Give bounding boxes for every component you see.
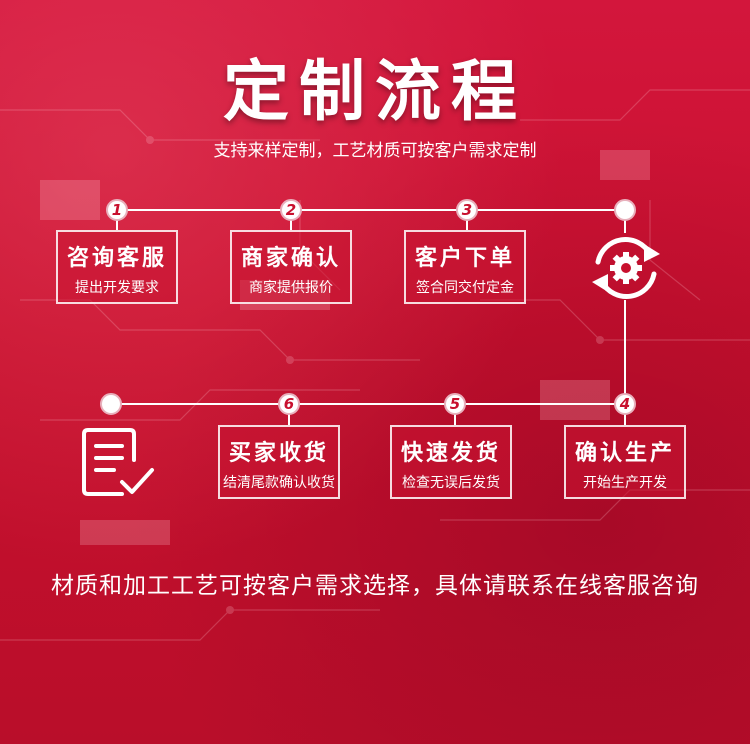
step-title: 买家收货 (228, 441, 329, 466)
step-desc: 开始生产开发 (583, 475, 667, 491)
step-title: 确认生产 (574, 441, 675, 466)
step-number-5: 5 (444, 393, 466, 415)
step-title: 商家确认 (240, 246, 341, 271)
step-number-6: 6 (278, 393, 300, 415)
step-card-6: 买家收货 结清尾款确认收货 (218, 425, 340, 499)
step-number-3: 3 (456, 199, 478, 221)
step-card-4: 确认生产 开始生产开发 (564, 425, 686, 499)
page-subtitle: 支持来样定制，工艺材质可按客户需求定制 (213, 141, 537, 161)
step-card-2: 商家确认 商家提供报价 (230, 230, 352, 304)
step-number-2: 2 (280, 199, 302, 221)
step-desc: 提出开发要求 (75, 280, 159, 296)
checklist-icon (82, 428, 154, 496)
step-card-5: 快速发货 检查无误后发货 (390, 425, 512, 499)
step-desc: 签合同交付定金 (416, 280, 514, 296)
step-desc: 检查无误后发货 (402, 475, 500, 491)
step-title: 咨询客服 (66, 246, 167, 271)
step-title: 客户下单 (414, 246, 515, 271)
footer-note: 材质和加工工艺可按客户需求选择，具体请联系在线客服咨询 (51, 573, 699, 599)
step-number-1: 1 (106, 199, 128, 221)
step-number-4: 4 (614, 393, 636, 415)
page-title: 定制流程 (223, 53, 527, 130)
step-card-3: 客户下单 签合同交付定金 (404, 230, 526, 304)
step-desc: 结清尾款确认收货 (223, 475, 335, 491)
step-node-end-top (614, 199, 636, 221)
refresh-gear-icon (592, 236, 660, 300)
step-node-end-bottom (100, 393, 122, 415)
step-desc: 商家提供报价 (249, 280, 333, 296)
step-title: 快速发货 (400, 441, 501, 466)
step-card-1: 咨询客服 提出开发要求 (56, 230, 178, 304)
